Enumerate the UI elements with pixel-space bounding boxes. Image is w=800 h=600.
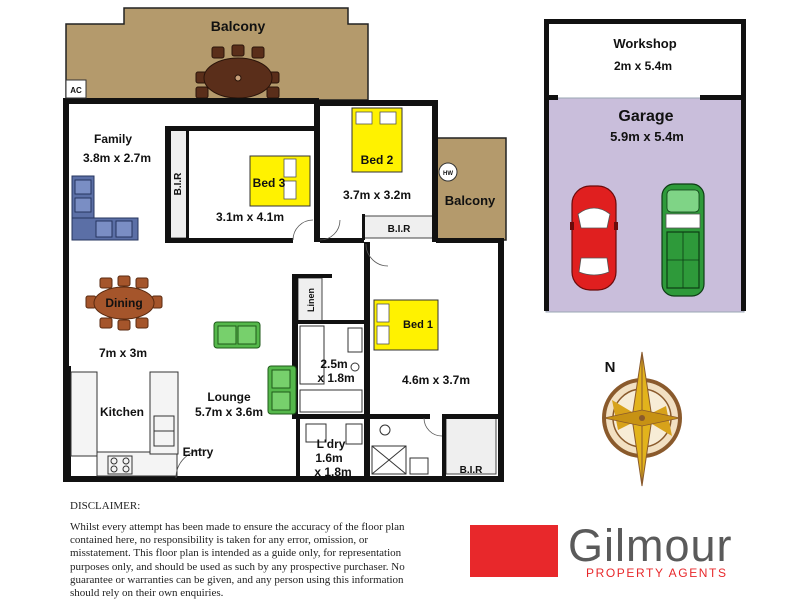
garage-dimensions: 5.9m x 5.4m [610,129,684,144]
ac-label: AC [70,86,82,95]
family-label: Family [94,132,132,146]
bed2-icon [351,107,403,173]
balcony-top-label: Balcony [211,18,266,34]
bathroom-fixtures [299,325,429,475]
kitchen-label: Kitchen [100,405,144,419]
walls [63,98,504,482]
bed3-icon [249,155,311,207]
garage-walls [544,19,746,311]
compass-icon [602,351,682,487]
balcony-side-area [435,137,507,241]
bir-bed2-label: B.I.R [388,224,412,235]
disclaimer-title: DISCLAIMER: [70,500,141,512]
bathroom-dim-line1: 2.5m [320,357,347,371]
bir-bed3-label: B.I.R [173,172,184,196]
dining-dimensions: 7m x 3m [99,346,147,360]
dining-label: Dining [105,296,142,310]
workshop-label: Workshop [613,36,676,51]
outdoor-dining-set [195,44,280,113]
lounge-dimensions: 5.7m x 3.6m [195,405,263,419]
disclaimer-body: Whilst every attempt has been made to en… [70,521,405,600]
bed1-label: Bed 1 [403,319,433,331]
bed3-label: Bed 3 [253,176,286,190]
bed2-label: Bed 2 [361,153,394,167]
garage-label: Garage [618,108,673,125]
lounge-armchair-icon [267,365,297,415]
door-swings [175,219,443,479]
bed1-dimensions: 4.6m x 3.7m [402,373,470,387]
family-dimensions: 3.8m x 2.7m [83,151,151,165]
bir-bed1-label: B.I.R [460,465,484,476]
red-car-icon [570,185,618,291]
balcony-side-label: Balcony [445,193,496,208]
corner-sofa-icon [71,175,139,241]
gilmour-logo-name: Gilmour [568,520,733,571]
linen-cupboard [297,277,323,323]
gilmour-logo-mark [470,525,558,577]
laundry-label: L'dry [317,437,346,451]
laundry-dim-line1: 1.6m [315,451,342,465]
dining-set-icon [85,275,163,331]
lounge-sofa-icon [213,321,261,349]
compass-north-label: N [605,359,616,376]
workshop-area [546,22,744,98]
kitchen-benches [70,371,179,477]
hot-water-label: HW [443,171,453,177]
linen-label: Linen [306,288,316,312]
hot-water-icon [438,162,458,182]
entry-label: Entry [183,445,214,459]
lounge-label: Lounge [207,390,251,404]
bathroom-dim-line2: x 1.8m [317,371,354,385]
workshop-dimensions: 2m x 5.4m [614,59,672,73]
laundry-dim-line2: x 1.8m [314,465,351,479]
bed2-dimensions: 3.7m x 3.2m [343,188,411,202]
bed1-icon [373,299,439,351]
green-car-icon [661,183,705,297]
gilmour-logo-tagline: PROPERTY AGENTS [586,566,728,580]
bed3-dimensions: 3.1m x 4.1m [216,210,284,224]
